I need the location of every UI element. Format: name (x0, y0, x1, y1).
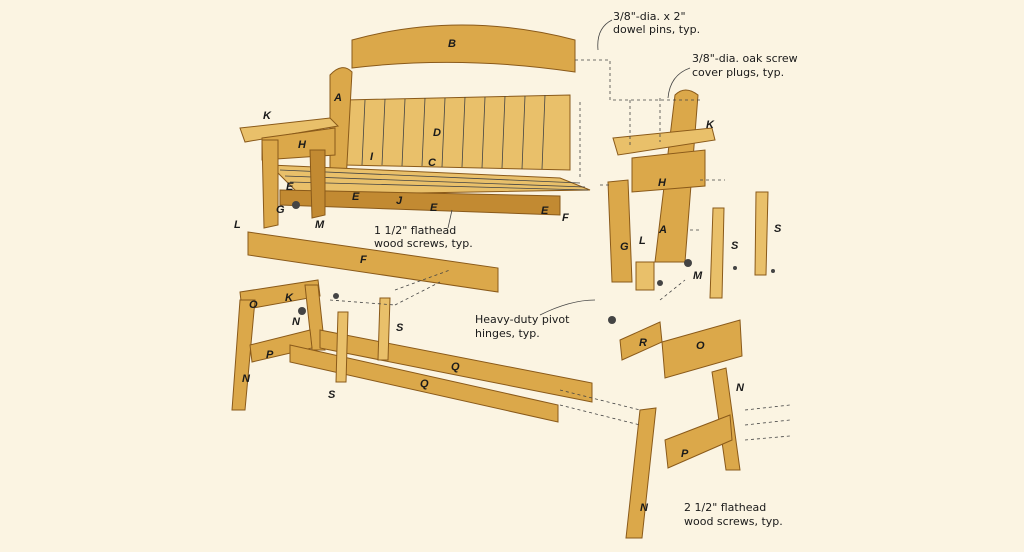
label-l: L (234, 219, 241, 231)
part-d-slats (344, 94, 571, 171)
part-m-block (309, 149, 326, 219)
part-f-rail (247, 231, 499, 293)
part-s-glide-arm-2 (377, 297, 391, 361)
part-s-right-glide-arm-2 (754, 191, 769, 276)
part-e-seat-rail (279, 189, 561, 216)
part-q-stretcher-2 (289, 344, 559, 423)
part-n-right-base-leg-front (625, 407, 657, 539)
label-e: E (352, 191, 360, 203)
label-k: K (263, 110, 272, 122)
label-s: S (774, 223, 782, 235)
label-o: O (696, 340, 705, 352)
part-k-right-arm (612, 127, 716, 156)
label-n: N (736, 382, 745, 394)
label-a: A (333, 92, 342, 104)
callout-dowel-pins: 3/8"-dia. x 2" dowel pins, typ. (613, 10, 700, 36)
part-labels: B A K H D I C E E J E E F G L M F O K N … (234, 38, 782, 514)
part-p-base-brace (249, 329, 313, 363)
label-m: M (315, 219, 325, 231)
label-h: H (298, 139, 307, 151)
label-n: N (640, 502, 649, 514)
callout-text: 1 1/2" flathead (374, 224, 456, 237)
label-q: Q (451, 361, 460, 373)
part-s-glide-arm (335, 311, 349, 383)
label-g: G (276, 204, 285, 216)
label-e: E (430, 202, 438, 214)
label-e: E (286, 181, 294, 193)
label-f: F (360, 254, 367, 266)
callout-text: wood screws, typ. (374, 237, 473, 250)
label-o: O (249, 299, 258, 311)
callout-flathead-short: 1 1/2" flathead wood screws, typ. (374, 224, 473, 250)
label-p: P (266, 349, 274, 361)
callout-screw-plugs: 3/8"-dia. oak screw cover plugs, typ. (692, 52, 798, 79)
label-d: D (433, 127, 441, 139)
callout-flathead-long: 2 1/2" flathead wood screws, typ. (684, 501, 783, 528)
label-a: A (658, 224, 667, 236)
label-r: R (639, 337, 647, 349)
dowel-lines (579, 98, 661, 180)
part-p-right-base-brace (664, 414, 733, 469)
label-p: P (681, 448, 689, 460)
label-m: M (693, 270, 703, 282)
label-n: N (242, 373, 251, 385)
part-o-right-base-top (661, 319, 743, 379)
callout-text: 2 1/2" flathead (684, 501, 766, 514)
part-n-base-leg (231, 299, 256, 411)
callout-text: Heavy-duty pivot (475, 313, 570, 326)
leader-lines (447, 19, 691, 316)
part-b-crest-rail (351, 24, 576, 73)
part-s-right-glide-arm (709, 207, 725, 299)
callout-text: 3/8"-dia. x 2" (613, 10, 686, 23)
part-h-right-arm-support (631, 149, 706, 193)
label-f: F (562, 212, 569, 224)
label-i: I (370, 151, 374, 163)
callout-text: hinges, typ. (475, 327, 540, 340)
part-g-front-leg (261, 139, 279, 229)
callout-text: cover plugs, typ. (692, 66, 784, 79)
label-s: S (396, 322, 404, 334)
label-b: B (448, 38, 456, 50)
callout-text: dowel pins, typ. (613, 23, 700, 36)
label-l: L (639, 235, 646, 247)
label-h: H (658, 177, 667, 189)
label-q: Q (420, 378, 429, 390)
label-g: G (620, 241, 629, 253)
label-s: S (731, 240, 739, 252)
label-n: N (292, 316, 301, 328)
label-e: E (541, 205, 549, 217)
callout-pivot-hinges: Heavy-duty pivot hinges, typ. (475, 313, 570, 340)
screw-lines (329, 59, 791, 441)
callout-text: 3/8"-dia. oak screw (692, 52, 798, 65)
callout-text: wood screws, typ. (684, 515, 783, 528)
hardware (292, 201, 775, 324)
label-c: C (428, 157, 437, 169)
label-s: S (328, 389, 336, 401)
seat-slat-lines (279, 169, 589, 191)
label-j: J (396, 195, 403, 207)
part-g-right-front-leg (607, 179, 633, 283)
part-l-right-block (635, 261, 655, 291)
part-c-seat (268, 164, 591, 196)
label-k: K (706, 119, 715, 131)
label-k: K (285, 292, 294, 304)
part-k-arm (239, 117, 340, 143)
